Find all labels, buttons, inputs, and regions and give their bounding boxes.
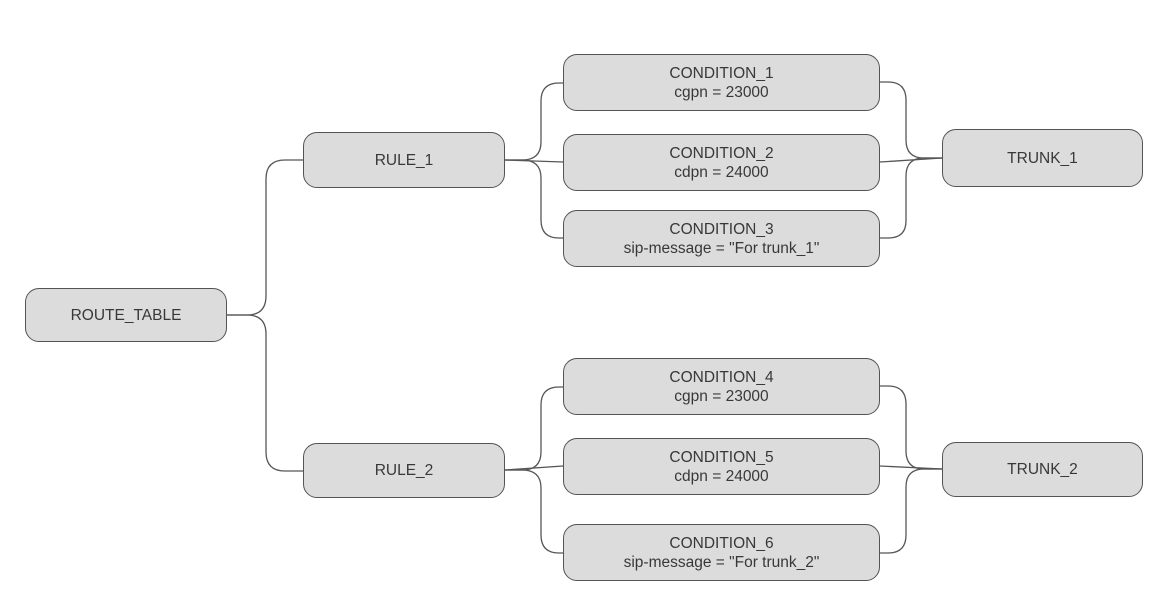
node-trunk-2-label: TRUNK_2 [1007,461,1078,478]
node-rule-2: RULE_2 [303,443,505,498]
node-condition-6-detail: sip-message = "For trunk_2" [623,553,820,571]
edge-rule-1-to-condition-1 [505,82,563,161]
edge-route-table-to-rule-2 [227,314,303,472]
edge-condition-3-to-trunk-1 [880,157,942,239]
edge-rule-2-to-condition-4 [505,386,563,471]
node-trunk-1-label: TRUNK_1 [1007,149,1078,167]
node-condition-6-label: CONDITION_6 [669,534,774,552]
edge-rule-2-to-condition-5 [504,465,564,471]
node-condition-2: CONDITION_2 cdpn = 24000 [563,134,880,191]
node-rule-2-label: RULE_2 [374,462,434,479]
edge-rule-2-to-condition-6 [505,469,563,554]
node-condition-4-detail: cgpn = 23000 [674,387,769,405]
node-condition-1-detail: cgpn = 23000 [674,83,769,101]
node-rule-1: RULE_1 [303,132,505,188]
node-route-table: ROUTE_TABLE [25,288,227,342]
node-route-table-label: ROUTE_TABLE [70,306,182,324]
node-condition-1-label: CONDITION_1 [669,64,774,82]
edge-condition-1-to-trunk-1 [880,81,942,159]
edge-condition-2-to-trunk-1 [879,157,943,163]
node-trunk-1: TRUNK_1 [942,129,1143,187]
node-condition-3: CONDITION_3 sip-message = "For trunk_1" [563,210,880,267]
node-condition-3-detail: sip-message = "For trunk_1" [623,239,820,257]
node-condition-2-label: CONDITION_2 [669,144,774,162]
node-condition-6: CONDITION_6 sip-message = "For trunk_2" [563,524,880,581]
node-condition-4: CONDITION_4 cgpn = 23000 [563,358,880,415]
node-condition-5: CONDITION_5 cdpn = 24000 [563,438,880,495]
node-rule-1-label: RULE_1 [374,151,434,169]
node-condition-1: CONDITION_1 cgpn = 23000 [563,54,880,111]
edge-rule-1-to-condition-3 [505,159,563,239]
node-condition-5-label: CONDITION_5 [669,448,774,466]
edge-route-table-to-rule-1 [227,159,303,316]
node-condition-3-label: CONDITION_3 [669,220,774,238]
edge-condition-4-to-trunk-2 [880,385,942,470]
edge-condition-6-to-trunk-2 [880,468,942,554]
node-condition-2-detail: cdpn = 24000 [674,163,769,181]
node-condition-5-detail: cdpn = 24000 [674,467,769,485]
node-condition-4-label: CONDITION_4 [669,368,774,386]
node-trunk-2: TRUNK_2 [942,442,1143,497]
